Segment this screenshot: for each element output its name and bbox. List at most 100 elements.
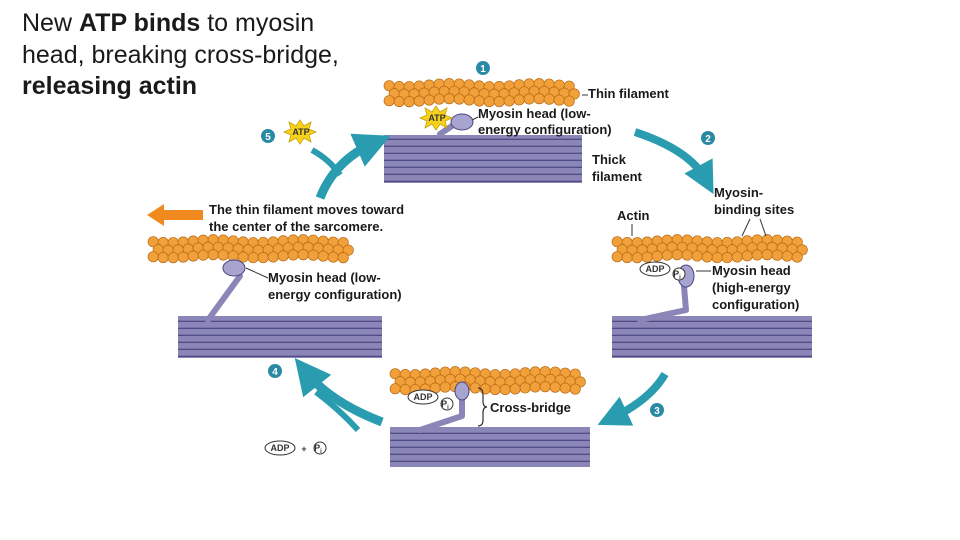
myosin-head-high-label-line2: (high-energy [712, 280, 791, 295]
pi-label: Pi [441, 399, 449, 411]
actin-bead [393, 95, 405, 108]
atp-label: ATP [428, 113, 445, 123]
actin-bead [621, 251, 633, 264]
actin-bead [563, 95, 575, 107]
step-3-number: 3 [654, 406, 660, 417]
atp-label: ATP [292, 127, 309, 137]
actin-bead [771, 249, 783, 261]
actin-bead [147, 251, 159, 263]
myosin-head-high-label-line3: configuration) [712, 297, 799, 312]
thick-filament [390, 427, 590, 467]
myosin-head-low-label-line1: Myosin head (low- [478, 106, 591, 121]
actin-bead [443, 93, 455, 105]
actin-bead [509, 383, 521, 395]
actin-bead [711, 252, 723, 264]
actin-bead [489, 384, 501, 396]
cycle-arrow-1-to-2 [633, 128, 714, 195]
adp-icon [264, 440, 296, 456]
myosin-head [450, 113, 474, 131]
actin-bead [383, 95, 395, 107]
step-4-badge [268, 364, 282, 378]
title-text: to myosin head, breaking cross-bridge, [22, 9, 339, 69]
actin-bead [559, 382, 571, 394]
actin-bead [433, 93, 445, 105]
actin-bead [473, 95, 485, 107]
panel-step-2: ADP Pi Myosin- binding sites Actin Myosi… [611, 131, 812, 358]
cycle-arrow-2-to-3 [597, 371, 669, 426]
myosin-binding-sites-label-line1: Myosin- [714, 185, 763, 200]
actin-bead [307, 249, 319, 261]
adp-label: ADP [645, 264, 664, 274]
step-2-number: 2 [705, 134, 711, 145]
myosin-neck [205, 273, 243, 323]
leader-line [245, 267, 269, 279]
actin-bead [167, 252, 179, 264]
actin-bead [761, 249, 773, 261]
pi-label: Pi [314, 443, 322, 455]
cross-bridge-brace [477, 387, 488, 427]
actin-bead [641, 251, 653, 263]
thin-filament-moves-label-line2: the center of the sarcomere. [209, 219, 383, 234]
atp-star-icon [282, 119, 318, 145]
actin-bead [197, 249, 209, 261]
actin-bead [317, 250, 329, 262]
actin-bead [721, 252, 733, 264]
actin-bead [403, 96, 415, 108]
myosin-head [222, 259, 246, 277]
step-1-number: 1 [480, 64, 486, 75]
actin-bead [217, 249, 229, 261]
actin-bead [277, 250, 289, 262]
myosin-head-low-label-line2: energy configuration) [268, 287, 402, 302]
thick-filament-label-line2: filament [592, 169, 643, 184]
actin-bead [523, 93, 535, 105]
step-1-badge [476, 61, 490, 75]
thin-filament-actin [147, 234, 354, 264]
actin-bead [781, 250, 793, 262]
actin-bead [257, 252, 269, 264]
actin-bead [267, 251, 279, 263]
slide-title: New ATP binds to myosin head, breaking c… [22, 8, 352, 103]
myosin-head-low-label-line1: Myosin head (low- [268, 270, 381, 285]
actin-bead [569, 383, 581, 395]
actin-bead [553, 94, 565, 106]
actin-bead [539, 381, 551, 393]
actin-bead [661, 249, 673, 261]
cycle-arrow-4-to-1 [315, 133, 391, 200]
actin-bead [701, 251, 713, 263]
pi-icon [672, 267, 686, 281]
actin-bead [423, 94, 435, 106]
actin-bead [187, 250, 199, 262]
adp-label: ADP [413, 392, 432, 402]
panel-step-4: Myosin head (low- energy configuration) … [147, 202, 404, 456]
thick-filament [384, 135, 582, 183]
actin-bead [503, 95, 515, 107]
actin-bead [513, 94, 525, 106]
actin-bead [389, 383, 401, 395]
myosin-head-high-label-line1: Myosin head [712, 263, 791, 278]
cycle-arrow-release-branch [314, 389, 361, 433]
plus-sign: + [301, 444, 306, 454]
step-5-number: 5 [265, 132, 271, 143]
actin-bead [533, 93, 545, 105]
actin-bead [177, 251, 189, 263]
actin-bead [337, 252, 349, 264]
actin-bead [731, 251, 743, 263]
cycle-arrow-atp-branch [310, 147, 343, 177]
myosin-head [454, 381, 470, 401]
myosin-neck [637, 283, 689, 323]
actin-bead [157, 251, 169, 264]
actin-bead [297, 249, 309, 261]
actin-bead [751, 249, 763, 261]
actin-bead [671, 249, 683, 261]
cycle-arrows [294, 128, 714, 433]
step-3-badge [650, 403, 664, 417]
actin-bead [651, 250, 663, 262]
panel-step-1: ATP Thin filament Myosin head (low- ener… [383, 61, 670, 184]
cycle-arrow-3-to-4 [294, 357, 384, 427]
title-bold-text: releasing actin [22, 72, 198, 100]
movement-arrow-icon [147, 204, 203, 226]
step-2-badge [701, 131, 715, 145]
actin-label: Actin [617, 208, 650, 223]
actin-bead [681, 249, 693, 261]
